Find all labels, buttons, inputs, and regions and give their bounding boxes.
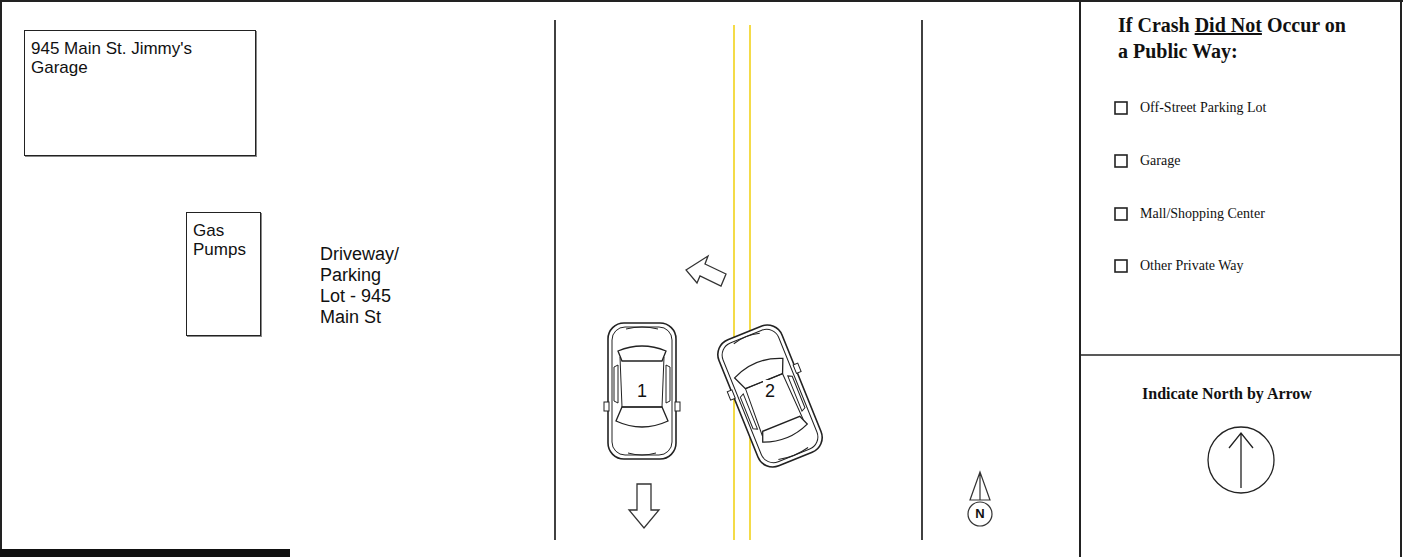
direction-arrow bbox=[629, 484, 659, 528]
box-text: Gas Pumps bbox=[193, 221, 254, 259]
north-symbol bbox=[970, 472, 990, 500]
location-option: Off-Street Parking Lot bbox=[1140, 99, 1267, 116]
panel-title-part: Did Not bbox=[1195, 14, 1262, 36]
panel-title-part: If Crash bbox=[1118, 14, 1190, 36]
vehicle-number: 1 bbox=[635, 380, 649, 402]
north-letter: N bbox=[975, 506, 984, 522]
north-arrow bbox=[1229, 433, 1253, 488]
north-instruction: Indicate North by Arrow bbox=[1142, 384, 1312, 403]
north-circle bbox=[1208, 427, 1274, 493]
north-symbol bbox=[968, 502, 992, 526]
center-line bbox=[733, 25, 735, 540]
checkbox bbox=[1115, 102, 1127, 114]
road-edge bbox=[554, 20, 556, 540]
box-text: 945 Main St. Jimmy's Garage bbox=[31, 39, 249, 77]
frame-line bbox=[0, 0, 2, 549]
checkbox bbox=[1115, 155, 1127, 167]
frame-line bbox=[0, 0, 1403, 2]
area-label: Driveway/ Parking Lot - 945 Main St bbox=[320, 244, 410, 328]
location-box: 945 Main St. Jimmy's Garage bbox=[24, 30, 256, 156]
vehicle-2 bbox=[709, 319, 830, 474]
location-option: Garage bbox=[1140, 152, 1180, 169]
direction-arrow bbox=[686, 256, 726, 286]
location-option: Other Private Way bbox=[1140, 257, 1244, 274]
location-box: Gas Pumps bbox=[186, 212, 261, 336]
panel-title: If CrashDid NotOccur on a Public Way: bbox=[1118, 12, 1358, 64]
panel-divider bbox=[1080, 354, 1401, 356]
panel-divider bbox=[1079, 0, 1081, 557]
vehicle-number: 2 bbox=[763, 380, 777, 402]
checkbox bbox=[1115, 208, 1127, 220]
frame-line bbox=[1400, 0, 1402, 557]
checkbox bbox=[1115, 260, 1127, 272]
bottom-bar bbox=[0, 549, 290, 557]
location-option: Mall/Shopping Center bbox=[1140, 205, 1265, 222]
checkbox-group bbox=[1115, 102, 1127, 272]
center-line bbox=[749, 25, 751, 540]
road-edge bbox=[921, 20, 923, 540]
vehicle-1 bbox=[604, 323, 680, 459]
